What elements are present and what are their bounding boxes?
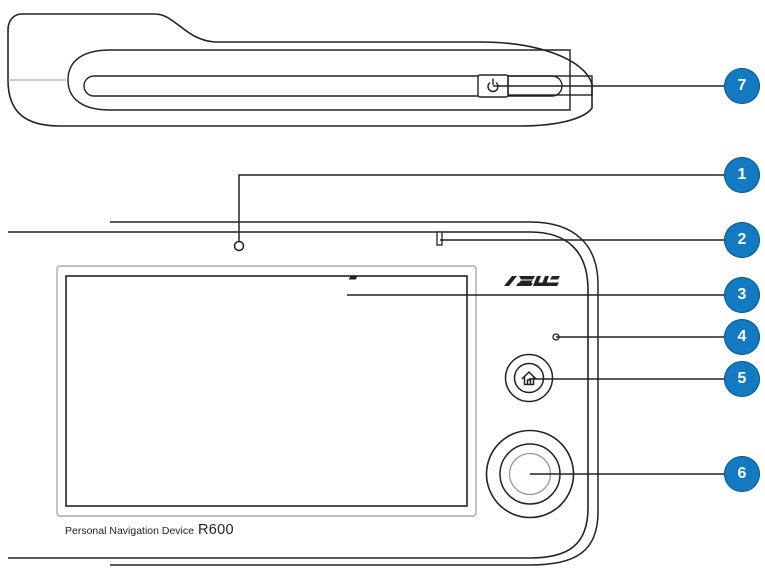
status-indicator (436, 231, 443, 246)
callout-3: 3 (724, 277, 760, 313)
device-top-view (7, 13, 593, 127)
touch-screen[interactable] (65, 275, 468, 507)
callout-5: 5 (724, 361, 760, 397)
leader-line-1 (238, 174, 742, 241)
device-label-prefix: Personal Navigation Device (65, 525, 194, 537)
top-view-body (7, 13, 593, 127)
callout-1: 1 (724, 157, 760, 193)
device-model-number: R600 (197, 522, 234, 538)
front-view-body (8, 231, 589, 559)
power-icon (487, 78, 499, 93)
callout-6: 6 (724, 456, 760, 492)
home-button[interactable] (513, 362, 545, 394)
callout-7: 7 (724, 68, 760, 104)
callout-4: 4 (724, 319, 760, 355)
leader-lines (238, 85, 742, 475)
screen-bezel (56, 265, 477, 517)
microphone (233, 240, 245, 252)
front-view-back-body (110, 221, 599, 566)
top-view-inner-panel (67, 49, 571, 111)
device-front-view (8, 221, 599, 566)
callout-2: 2 (724, 222, 760, 258)
asus-logo (348, 276, 560, 286)
home-icon (521, 371, 537, 386)
